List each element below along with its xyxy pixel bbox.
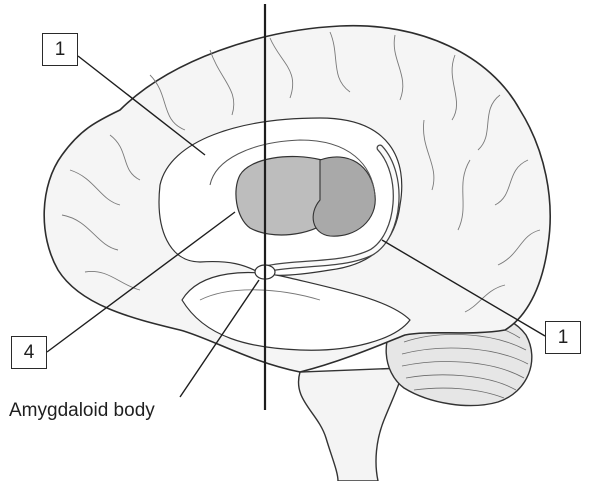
brainstem <box>298 368 404 481</box>
amygdaloid-body-caption: Amygdaloid body <box>9 400 155 422</box>
label-box-top-left: 1 <box>42 33 78 66</box>
label-box-bottom-left: 4 <box>11 336 47 369</box>
label-box-right: 1 <box>545 321 581 354</box>
